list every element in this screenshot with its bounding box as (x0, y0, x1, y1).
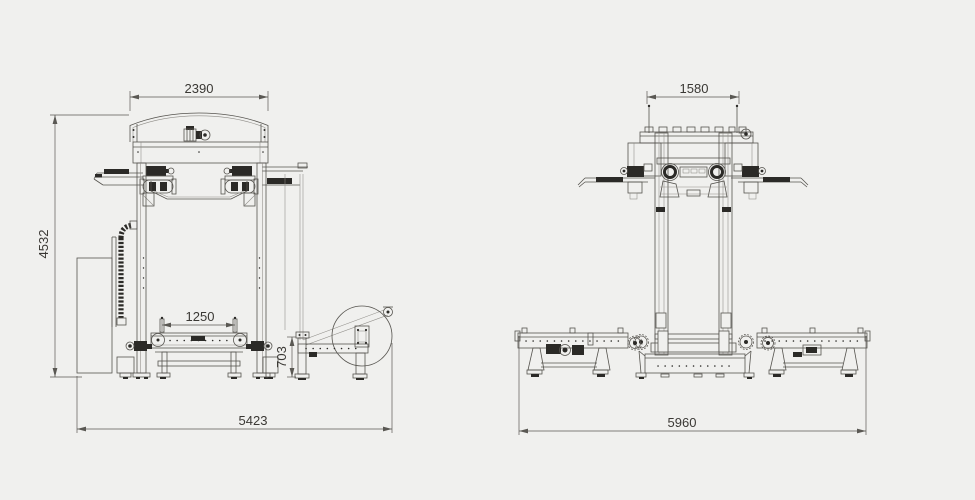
film-roll (331, 305, 393, 367)
dimensions: 2390 4532 1250 703 5423 (36, 81, 867, 435)
tower-base (633, 330, 755, 379)
dim-front-film-stand-height: 703 (274, 336, 296, 378)
outfeed-conveyor-right (756, 327, 871, 377)
dim-label-5960: 5960 (668, 415, 697, 430)
carriage-arm-left (577, 163, 655, 200)
base-box-left (116, 356, 135, 379)
hood-frame-arch (129, 112, 269, 142)
front-view (76, 112, 393, 380)
side-arm-right (262, 162, 308, 330)
top-rail (639, 104, 754, 144)
energy-chain (111, 220, 138, 327)
mast-column-left (132, 162, 151, 379)
dim-front-conveyor-width: 1250 (161, 309, 236, 331)
top-crossbeam (132, 141, 269, 164)
film-gripper-left (139, 166, 177, 195)
film-unwind-stand (294, 331, 369, 380)
column-left (654, 132, 669, 356)
film-web (299, 174, 389, 346)
dim-label-703: 703 (274, 346, 289, 368)
film-gripper-right (220, 166, 259, 195)
control-cabinet (76, 257, 113, 374)
base-box-right (262, 356, 279, 379)
mast-column-right (252, 162, 271, 379)
dim-label-5423: 5423 (239, 413, 268, 428)
infeed-conveyor (125, 316, 273, 379)
hoisting-motor (183, 126, 211, 142)
dim-label-4532: 4532 (36, 230, 51, 259)
hood-carriage (656, 157, 731, 198)
dim-side-frame-width: 1580 (646, 81, 740, 104)
dim-front-machine-height: 4532 (36, 114, 129, 378)
dim-side-overall-width: 5960 (518, 336, 867, 435)
carriage-arm-right (731, 163, 809, 200)
dim-label-2390: 2390 (185, 81, 214, 96)
dim-front-hood-width: 2390 (129, 81, 269, 111)
outfeed-conveyor-left (514, 327, 643, 377)
dim-label-1580: 1580 (680, 81, 709, 96)
side-view (514, 104, 871, 379)
film-shuttle-trough (142, 181, 256, 207)
side-arm-left (93, 169, 143, 186)
dim-label-1250: 1250 (186, 309, 215, 324)
dim-front-overall-width: 5423 (76, 343, 393, 433)
